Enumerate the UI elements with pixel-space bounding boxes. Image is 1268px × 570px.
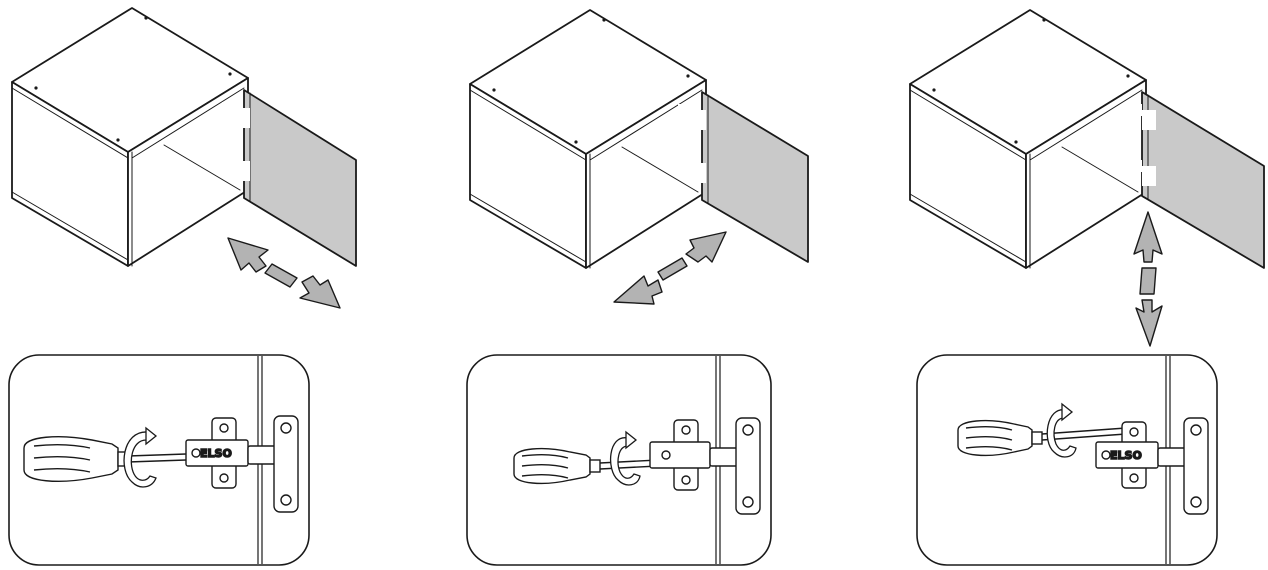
screwdriver-icon <box>957 419 1127 457</box>
rotation-arrow-icon <box>1046 402 1077 458</box>
rotation-arrow-icon <box>123 426 158 488</box>
hinge-icon <box>1128 104 1156 186</box>
hinge-icon: ELSO <box>1095 417 1209 515</box>
step-side-adjustment <box>458 0 878 570</box>
hinge-marking: ELSO <box>1110 449 1142 462</box>
cabinet-illustration <box>909 9 1265 269</box>
hinge-icon <box>678 104 706 183</box>
screwdriver-icon <box>23 436 187 482</box>
detail-callout <box>466 354 772 566</box>
detail-callout <box>8 354 310 566</box>
cabinet-illustration <box>11 7 357 267</box>
rotation-arrow-icon <box>609 430 641 486</box>
hinge-icon: ELSO <box>185 415 299 513</box>
hinge-icon <box>222 102 250 181</box>
step-depth-adjustment: ELSO <box>0 0 420 570</box>
screwdriver-icon <box>513 447 659 485</box>
double-arrow-icon <box>613 231 727 305</box>
double-arrow-icon <box>227 237 341 309</box>
double-arrow-icon <box>1133 211 1163 347</box>
hinge-marking: ELSO <box>200 447 232 460</box>
hinge-icon <box>649 417 761 515</box>
cabinet-door <box>1141 91 1265 269</box>
cabinet-door <box>243 89 357 267</box>
detail-callout <box>916 354 1218 566</box>
step-height-adjustment: ELSO <box>900 0 1268 570</box>
cabinet-illustration <box>469 9 809 269</box>
